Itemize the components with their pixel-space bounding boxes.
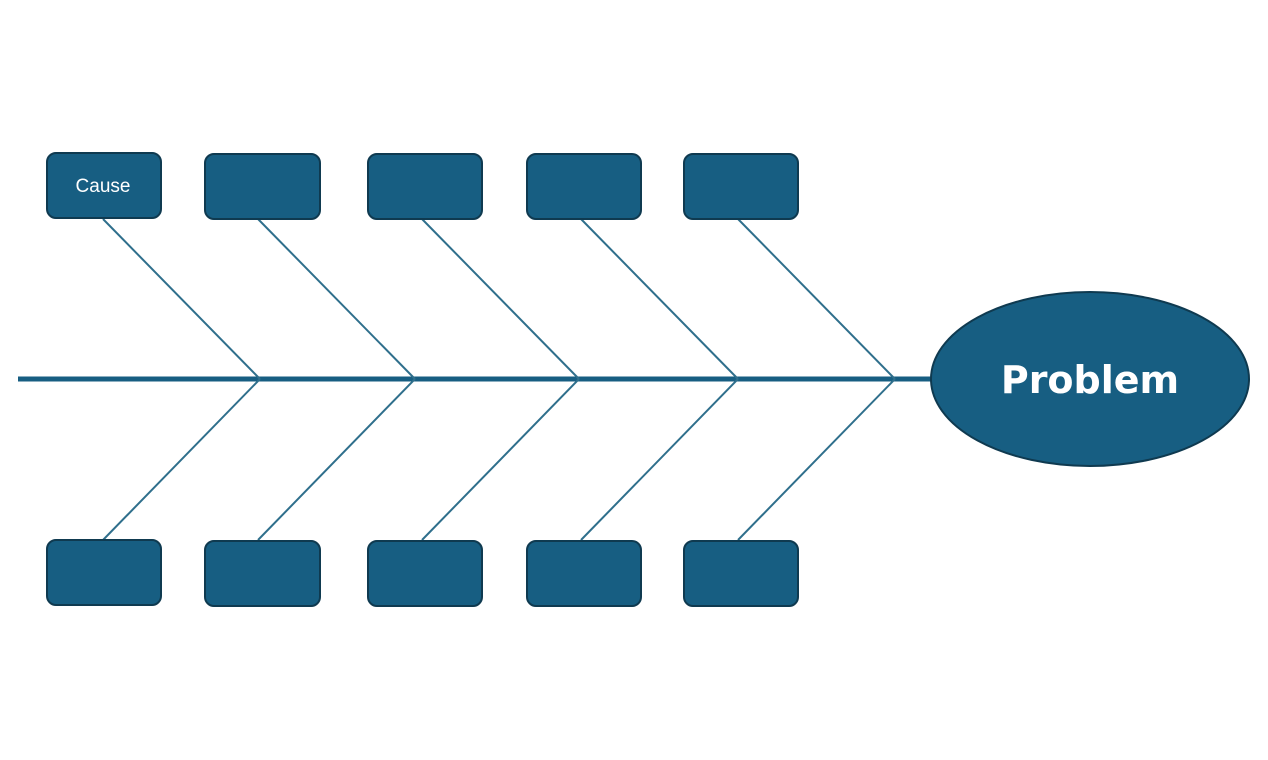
bottom-bone-5: [737, 378, 896, 541]
bottom-cause-box-4[interactable]: [526, 540, 642, 607]
bottom-cause-box-1[interactable]: [46, 539, 162, 606]
top-bone-1: [102, 218, 261, 380]
bottom-bone-3: [421, 378, 580, 541]
problem-label: Problem: [1001, 358, 1179, 402]
top-cause-label-1: Cause: [76, 176, 131, 197]
top-bone-2: [257, 218, 416, 380]
top-cause-box-1[interactable]: Cause: [46, 152, 162, 219]
top-cause-box-2[interactable]: [204, 153, 321, 220]
top-bone-5: [737, 218, 896, 380]
bottom-cause-box-5[interactable]: [683, 540, 799, 607]
top-cause-box-4[interactable]: [526, 153, 642, 220]
problem-node[interactable]: Problem: [930, 291, 1250, 467]
top-cause-box-3[interactable]: [367, 153, 483, 220]
bottom-bone-2: [257, 378, 416, 541]
bottom-bone-1: [102, 378, 261, 541]
top-cause-boxes: Cause: [46, 152, 799, 220]
bottom-bone-4: [580, 378, 739, 541]
top-bone-3: [421, 218, 580, 380]
bottom-bones: [102, 378, 896, 541]
top-bones: [102, 218, 896, 380]
bottom-cause-box-2[interactable]: [204, 540, 321, 607]
top-bone-4: [580, 218, 739, 380]
bottom-cause-box-3[interactable]: [367, 540, 483, 607]
problem-ellipse: [930, 291, 1250, 467]
top-cause-box-5[interactable]: [683, 153, 799, 220]
bottom-cause-boxes: [46, 539, 799, 607]
